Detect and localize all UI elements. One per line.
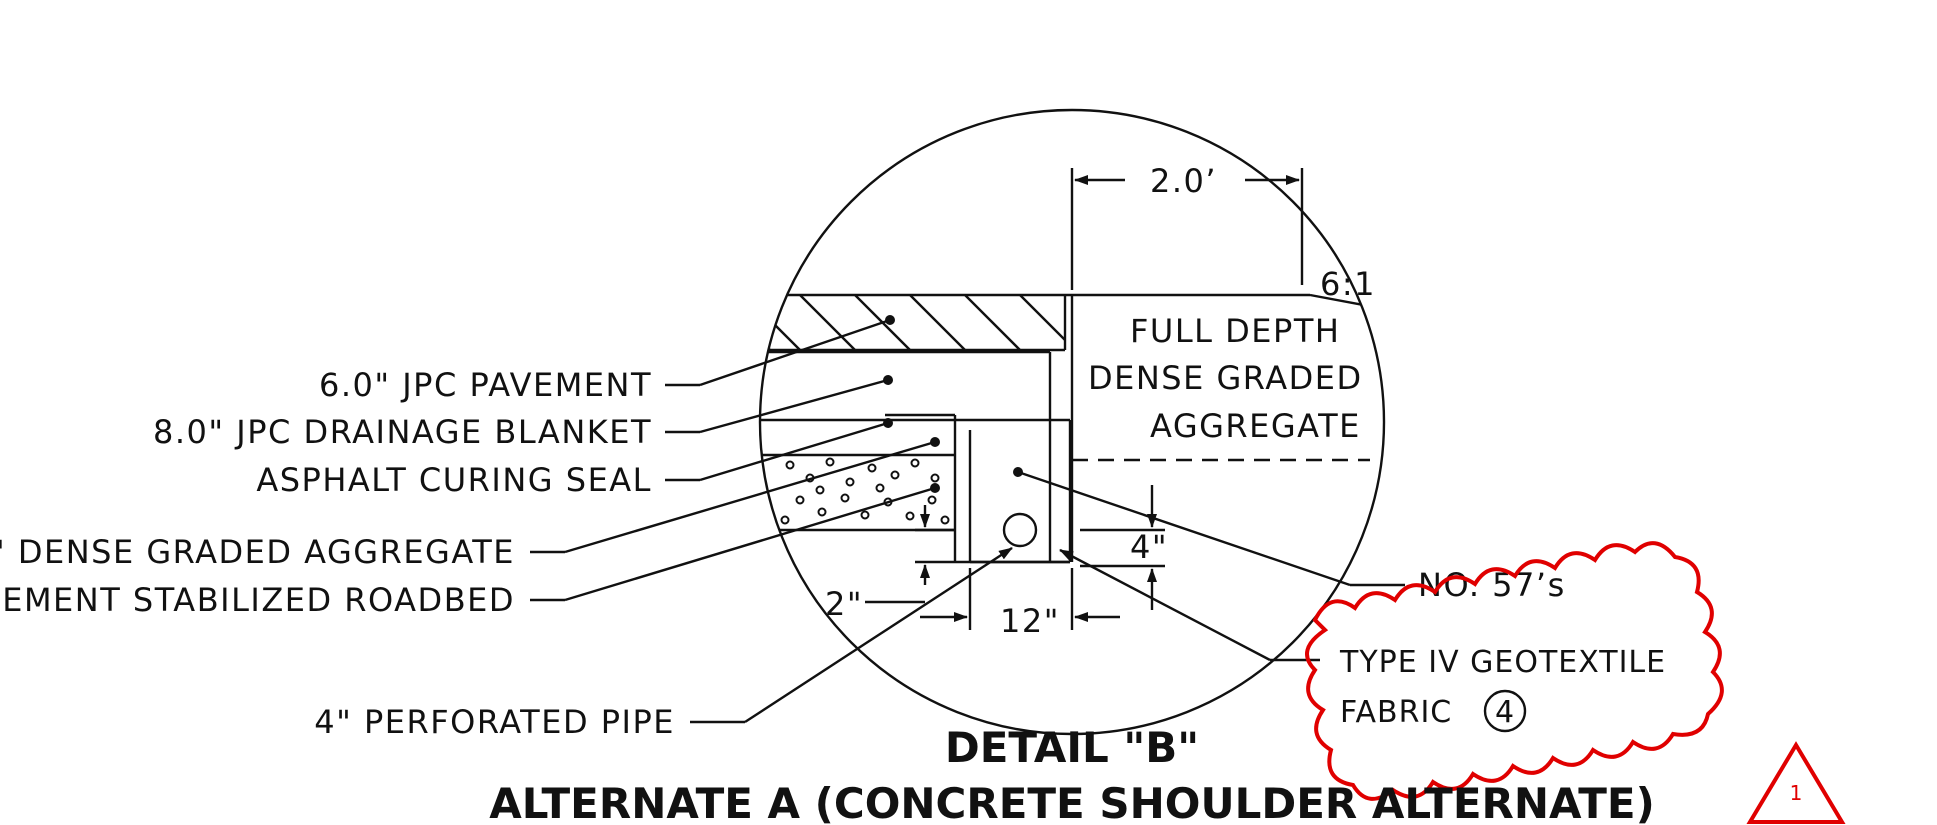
revision-cloud	[1305, 541, 1724, 801]
perforated-pipe	[1002, 512, 1038, 548]
full-depth-line-1: FULL DEPTH	[1130, 312, 1340, 350]
detail-title: DETAIL "B"	[945, 723, 1199, 772]
label-geotextile-1: TYPE IV GEOTEXTILE	[1339, 645, 1666, 680]
note-callout-number: 4	[1495, 695, 1515, 730]
label-curing-seal: ASPHALT CURING SEAL	[256, 461, 652, 499]
label-roadbed: EMENT STABILIZED ROADBED	[2, 581, 515, 619]
label-drainage-blanket: 8.0" JPC DRAINAGE BLANKET	[153, 413, 652, 451]
label-jpc-pavement: 6.0" JPC PAVEMENT	[319, 366, 652, 404]
label-geotextile-2: FABRIC	[1340, 695, 1452, 730]
leaders-left	[530, 315, 1013, 724]
dimension-4in	[1080, 485, 1165, 610]
slope-label: 6:1	[1320, 265, 1376, 303]
note-callout-circle	[1483, 689, 1527, 733]
revision-triangle	[1746, 741, 1846, 824]
revision-number: 1	[1790, 781, 1803, 805]
detail-circle	[758, 108, 1386, 736]
label-dense-graded: 0" DENSE GRADED AGGREGATE	[0, 533, 515, 571]
leaders-right	[1013, 467, 1405, 662]
dimension-4in-label: 4"	[1130, 528, 1168, 566]
alternate-title: ALTERNATE A (CONCRETE SHOULDER ALTERNATE…	[489, 779, 1655, 825]
dimension-bottom	[865, 505, 1120, 630]
label-perforated-pipe: 4" PERFORATED PIPE	[314, 703, 675, 741]
full-depth-line-2: DENSE GRADED	[1088, 359, 1363, 397]
dimension-2ft	[1070, 168, 1304, 290]
jpc-pavement-hatch	[760, 294, 1066, 352]
full-depth-line-3: AGGREGATE	[1150, 407, 1361, 445]
dimension-12in-label: 12"	[1000, 602, 1060, 640]
dimension-2in-label: 2"	[825, 585, 863, 623]
dimension-2ft-label: 2.0’	[1150, 162, 1217, 200]
